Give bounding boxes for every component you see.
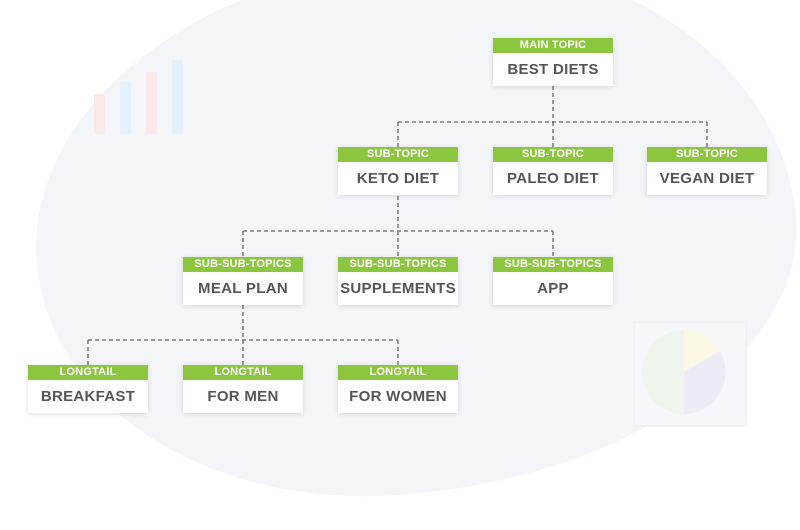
node-tag: LONGTAIL — [183, 365, 303, 380]
node-label: MEAL PLAN — [198, 280, 288, 297]
node-tag: SUB-TOPIC — [647, 147, 767, 162]
node-longtail-for-women: LONGTAIL FOR WOMEN — [338, 365, 458, 413]
node-tag: SUB-TOPIC — [338, 147, 458, 162]
pie-chart-decoration — [633, 321, 747, 427]
node-label: APP — [537, 280, 569, 297]
node-label: FOR WOMEN — [349, 388, 447, 405]
node-subtopic-paleo: SUB-TOPIC PALEO DIET — [493, 147, 613, 195]
node-tag: MAIN TOPIC — [493, 38, 613, 53]
node-label: SUPPLEMENTS — [340, 280, 456, 297]
node-tag: LONGTAIL — [28, 365, 148, 380]
node-longtail-for-men: LONGTAIL FOR MEN — [183, 365, 303, 413]
node-subsub-meal-plan: SUB-SUB-TOPICS MEAL PLAN — [183, 257, 303, 305]
node-tag: SUB-SUB-TOPICS — [493, 257, 613, 272]
node-label: BEST DIETS — [507, 61, 599, 78]
connector-lines — [87, 86, 708, 365]
node-tag: SUB-SUB-TOPICS — [183, 257, 303, 272]
node-subsub-app: SUB-SUB-TOPICS APP — [493, 257, 613, 305]
node-tag: SUB-SUB-TOPICS — [338, 257, 458, 272]
node-main-topic: MAIN TOPIC BEST DIETS — [493, 38, 613, 86]
node-subtopic-vegan: SUB-TOPIC VEGAN DIET — [647, 147, 767, 195]
node-label: PALEO DIET — [507, 170, 599, 187]
bar-chart-decoration — [94, 60, 183, 134]
node-subtopic-keto: SUB-TOPIC KETO DIET — [338, 147, 458, 195]
node-subsub-supplements: SUB-SUB-TOPICS SUPPLEMENTS — [338, 257, 458, 305]
node-label: BREAKFAST — [40, 388, 136, 405]
node-longtail-breakfast: LONGTAIL BREAKFAST — [28, 365, 148, 413]
node-tag: LONGTAIL — [338, 365, 458, 380]
node-label: FOR MEN — [207, 388, 279, 405]
node-label: KETO DIET — [356, 170, 440, 187]
node-label: VEGAN DIET — [659, 170, 755, 187]
node-tag: SUB-TOPIC — [493, 147, 613, 162]
